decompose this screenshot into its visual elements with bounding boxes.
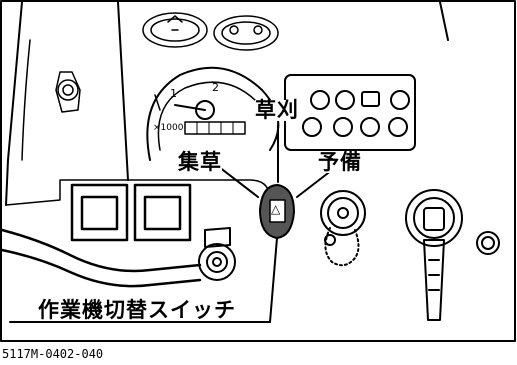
spare-socket — [320, 190, 366, 267]
switch-symbol: △ — [271, 202, 281, 216]
rocker-switch-left — [70, 183, 129, 242]
figure-code: 5117M-0402-040 — [2, 347, 104, 361]
tachometer — [146, 66, 280, 161]
hose-fitting — [198, 227, 236, 281]
rocker-switch-right — [133, 183, 192, 242]
hose — [0, 228, 202, 273]
panel-outline — [5, 1, 449, 206]
gauge-mark-2: 2 — [212, 81, 219, 94]
label-grass-cut: 草刈 — [255, 98, 299, 122]
figure-frame — [0, 0, 516, 342]
label-grass-collect: 集草 — [178, 150, 222, 174]
panel-inner-edge — [21, 39, 31, 161]
warning-lamp-panel — [284, 74, 416, 151]
implement-switch — [259, 184, 295, 239]
label-switch-name: 作業機切替スイッチ — [38, 298, 236, 322]
callout-line-switch-name — [9, 237, 278, 323]
top-right-indicator — [213, 15, 279, 51]
panel-bolt — [476, 231, 500, 255]
ignition-key — [405, 189, 463, 321]
left-rotary-switch — [55, 71, 81, 113]
gauge-unit: ×1000 — [153, 123, 184, 133]
top-left-indicator — [142, 12, 208, 48]
gauge-mark-1: 1 — [170, 87, 177, 100]
label-reserve: 予備 — [318, 150, 362, 174]
